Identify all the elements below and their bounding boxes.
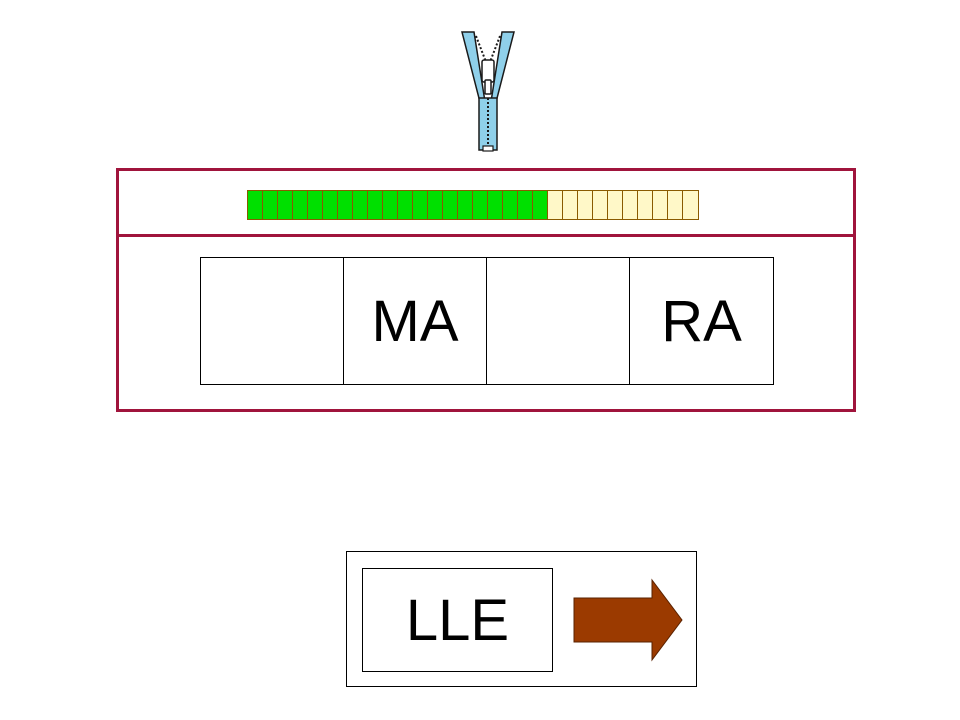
progress-segment-complete (383, 191, 398, 219)
panel-divider (119, 234, 853, 237)
zipper-icon (461, 31, 515, 152)
answer-box: LLE (346, 551, 697, 687)
syllable-tile[interactable]: LLE (362, 568, 553, 672)
progress-segment-complete (308, 191, 323, 219)
progress-segment-complete (533, 191, 548, 219)
progress-segment-complete (518, 191, 533, 219)
progress-segment-remaining (578, 191, 593, 219)
progress-segment-complete (293, 191, 308, 219)
progress-segment-complete (338, 191, 353, 219)
progress-segment-complete (413, 191, 428, 219)
progress-segment-remaining (638, 191, 653, 219)
progress-segment-complete (368, 191, 383, 219)
syllable-row: MA RA (200, 257, 774, 385)
progress-segment-complete (503, 191, 518, 219)
progress-segment-complete (398, 191, 413, 219)
syllable-slot-3[interactable] (487, 258, 630, 384)
syllable-slot-4: RA (630, 258, 773, 384)
progress-segment-complete (263, 191, 278, 219)
progress-segment-complete (458, 191, 473, 219)
progress-segment-remaining (668, 191, 683, 219)
progress-segment-complete (443, 191, 458, 219)
progress-segment-complete (353, 191, 368, 219)
progress-segment-complete (473, 191, 488, 219)
progress-segment-complete (278, 191, 293, 219)
progress-segment-complete (428, 191, 443, 219)
progress-segment-remaining (683, 191, 698, 219)
word-panel: MA RA (116, 168, 856, 412)
progress-segment-remaining (563, 191, 578, 219)
progress-segment-remaining (653, 191, 668, 219)
progress-bar (247, 190, 699, 220)
syllable-slot-1[interactable] (201, 258, 344, 384)
progress-segment-complete (488, 191, 503, 219)
progress-segment-remaining (548, 191, 563, 219)
progress-segment-remaining (593, 191, 608, 219)
progress-segment-remaining (623, 191, 638, 219)
progress-segment-complete (323, 191, 338, 219)
right-arrow-icon[interactable] (572, 578, 684, 662)
progress-segment-complete (248, 191, 263, 219)
progress-segment-remaining (608, 191, 623, 219)
syllable-slot-2: MA (344, 258, 487, 384)
